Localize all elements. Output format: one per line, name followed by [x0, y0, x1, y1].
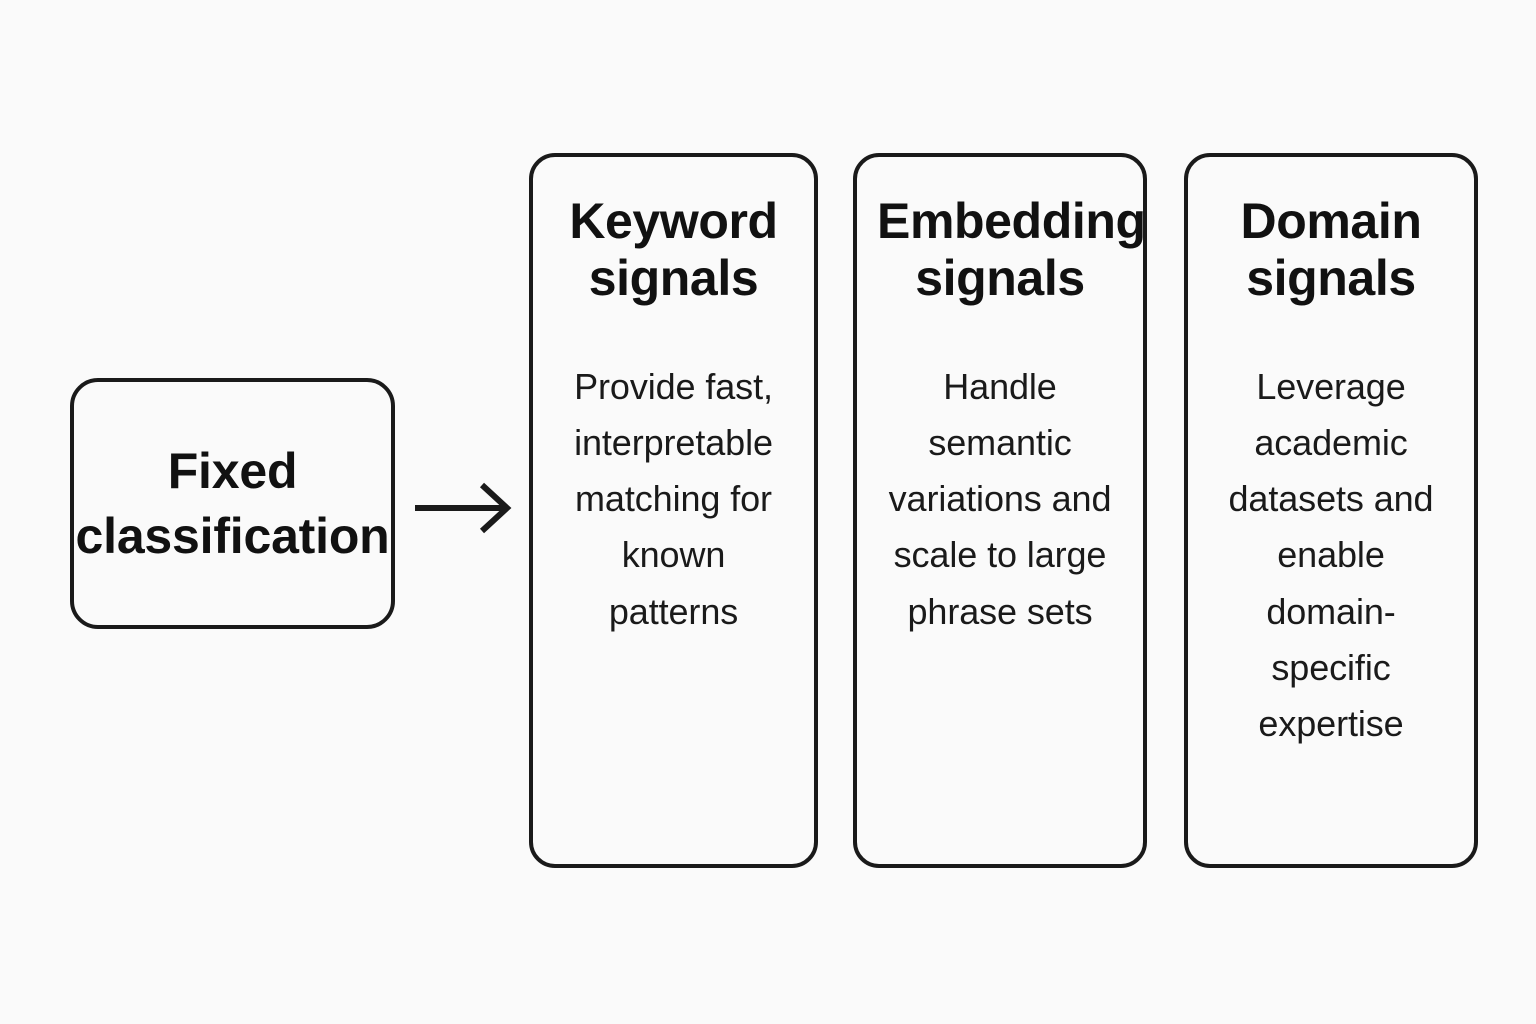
card-keyword-signals[interactable]: Keyword signals Provide fast, interpreta…: [529, 153, 818, 868]
card-title: Domain signals: [1240, 193, 1422, 306]
card-body: Handle semantic variations and scale to …: [888, 366, 1112, 632]
card-title: Embedding signals: [877, 193, 1146, 306]
connector-arrow: [410, 480, 520, 536]
card-embedding-signals[interactable]: Embedding signals Handle semantic variat…: [853, 153, 1147, 868]
card-body: Leverage academic datasets and enable do…: [1228, 366, 1434, 744]
card-body: Provide fast, interpretable matching for…: [574, 366, 773, 632]
card-title: Keyword signals: [569, 193, 778, 306]
source-node-fixed-classification[interactable]: Fixed classification: [70, 378, 395, 629]
card-domain-signals[interactable]: Domain signals Leverage academic dataset…: [1184, 153, 1478, 868]
source-node-label: Fixed classification: [75, 442, 390, 564]
arrow-right-icon: [415, 482, 512, 534]
